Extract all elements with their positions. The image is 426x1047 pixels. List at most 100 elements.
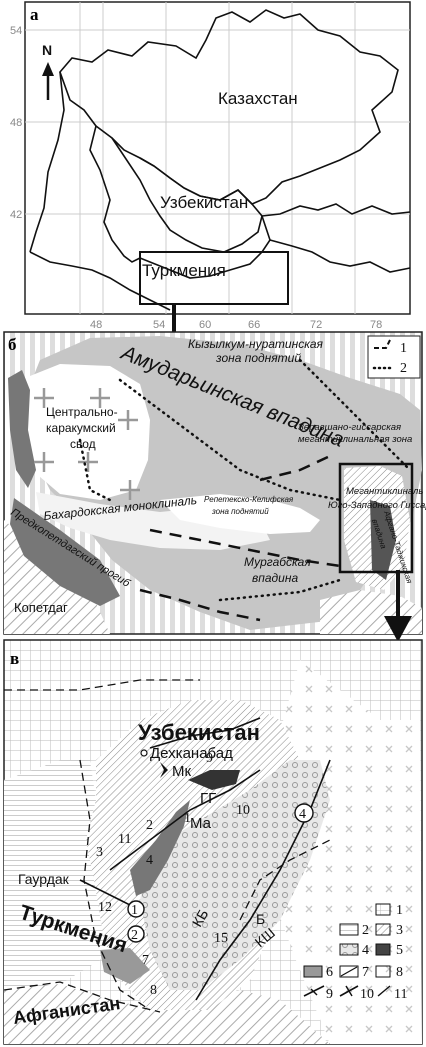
label-murgab-2: впадина xyxy=(252,571,298,585)
legend-c-swatch-1 xyxy=(375,903,391,916)
study-area-box-a xyxy=(139,251,289,305)
legend-c-swatch-5 xyxy=(375,943,391,956)
mk-marker-icon xyxy=(160,762,168,778)
uzbekistan-border xyxy=(111,137,263,253)
lat-tick-54: 54 xyxy=(10,25,22,37)
label-zeravshan-1: Зеравшано-гиссарская xyxy=(298,422,401,433)
arrow-b-to-c-icon xyxy=(384,570,412,642)
legend-c-8: 8 xyxy=(396,965,403,980)
circled-numbers-c: 1 2 4 xyxy=(127,803,314,943)
north-arrow-icon xyxy=(42,62,54,100)
legend-b: 1 2 xyxy=(367,335,421,379)
legend-b-1: 1 xyxy=(400,341,407,356)
legend-c-fault-icon-9 xyxy=(303,985,325,997)
circled-1: 1 xyxy=(131,903,138,918)
lon-tick-78: 78 xyxy=(370,319,382,331)
panel-a: а N Казахстан Узбекистан Туркмения 54 48… xyxy=(10,1,411,372)
panel-a-graticule xyxy=(25,2,410,314)
caspian-shore xyxy=(89,125,141,263)
label-dekhkanabad: Дехканабад xyxy=(150,745,233,762)
num-11: 11 xyxy=(118,832,131,847)
num-8: 8 xyxy=(150,983,157,998)
legend-c-4: 4 xyxy=(362,943,369,958)
iran-border xyxy=(29,251,171,311)
lon-tick-72: 72 xyxy=(310,319,322,331)
legend-c-10: 10 xyxy=(360,987,374,1002)
num-10: 10 xyxy=(236,803,250,818)
crosses-central-arch xyxy=(34,388,140,500)
label-megant-1: Мегантиклиналь xyxy=(346,486,423,497)
circled-2: 2 xyxy=(131,928,138,943)
legend-c-2: 2 xyxy=(362,923,369,938)
study-area-box-b xyxy=(338,462,414,574)
num-15: 15 xyxy=(214,931,228,946)
num-7: 7 xyxy=(142,953,149,968)
label-uzbekistan-c: Узбекистан xyxy=(138,720,260,745)
label-uzbekistan-a: Узбекистан xyxy=(160,193,248,212)
country-borders xyxy=(29,9,411,311)
dotted-basin xyxy=(140,760,330,990)
label-megant-2: Юго-Западного Гиссара xyxy=(328,500,426,511)
label-zeravshan-2: мегантиклинальная зона xyxy=(298,434,412,445)
grey-anticlines xyxy=(130,800,190,896)
caspian-west-shore xyxy=(29,71,65,253)
num-1: 1 xyxy=(184,811,191,826)
boundary-dashed-lines xyxy=(139,454,341,622)
legend-c-7: 7 xyxy=(362,965,369,980)
legend-c-swatch-2 xyxy=(339,923,359,936)
label-gaurdak: Гаурдак xyxy=(18,871,70,887)
lat-tick-48: 48 xyxy=(10,117,22,129)
dashed-boundaries-c xyxy=(3,679,331,1013)
dekhkanabad-city-icon xyxy=(140,749,148,757)
lon-tick-54: 54 xyxy=(153,319,165,331)
bakhardok-monocline xyxy=(36,492,270,550)
legend-b-2: 2 xyxy=(400,361,407,376)
south-hatch-afghan xyxy=(4,984,330,1044)
legend-c-swatch-4 xyxy=(339,943,359,956)
legend-c-swatch-3 xyxy=(375,923,391,936)
lon-tick-66: 66 xyxy=(248,319,260,331)
legend-c-5: 5 xyxy=(396,943,403,958)
num-12: 12 xyxy=(98,900,112,915)
label-murgab-1: Мургабская xyxy=(244,555,311,569)
legend-c-line-icon-11 xyxy=(377,985,391,997)
label-kopetdag: Копетдаг xyxy=(14,600,68,615)
label-repetek-1: Репетекско-Келифская xyxy=(204,495,294,504)
lon-tick-48: 48 xyxy=(90,319,102,331)
north-label: N xyxy=(42,42,52,58)
legend-c: 1 2 3 4 5 6 7 8 9 10 11 xyxy=(303,903,407,1002)
circled-4: 4 xyxy=(299,807,306,822)
num-2: 2 xyxy=(146,818,153,833)
dark-body-3 xyxy=(188,770,240,790)
west-horizontal-area xyxy=(4,760,110,990)
num-4: 4 xyxy=(146,853,153,868)
label-gg: ГГ xyxy=(200,790,216,807)
label-mk: Мк xyxy=(172,763,191,780)
label-kyzylkum-1: Кызылкум-нуратинская xyxy=(188,337,324,351)
turkmenia-south-border xyxy=(139,215,271,279)
label-kb: КБ xyxy=(189,906,212,929)
panel-c: 1 2 3 4 6 7 8 9 10 11 12 15 1 2 4 в Узбе… xyxy=(3,639,423,1045)
afghan-tajik-zone xyxy=(370,500,396,580)
panel-a-frame xyxy=(24,1,411,315)
tajik-kyrgyz-border xyxy=(261,203,411,217)
legend-c-swatch-8 xyxy=(375,965,391,978)
lon-tick-60: 60 xyxy=(199,319,211,331)
legend-c-swatch-6 xyxy=(303,965,323,978)
label-ma: Ма xyxy=(190,815,212,832)
label-kazakhstan: Казахстан xyxy=(218,89,298,108)
legend-c-6: 6 xyxy=(326,965,333,980)
lat-tick-42: 42 xyxy=(10,209,22,221)
label-b: Б xyxy=(256,911,265,927)
panel-a-letter: а xyxy=(30,5,39,24)
num-9: 9 xyxy=(206,751,213,766)
kopetdag-sliver xyxy=(8,370,36,488)
repetek-zone xyxy=(160,494,320,534)
panel-b-letter: б xyxy=(8,335,17,354)
predkopetdag-trough xyxy=(10,498,120,606)
afghan-border xyxy=(269,239,411,273)
panel-c-letter: в xyxy=(10,649,19,668)
boundary-dotted-lines xyxy=(78,358,412,602)
legend-c-9: 9 xyxy=(326,987,333,1002)
